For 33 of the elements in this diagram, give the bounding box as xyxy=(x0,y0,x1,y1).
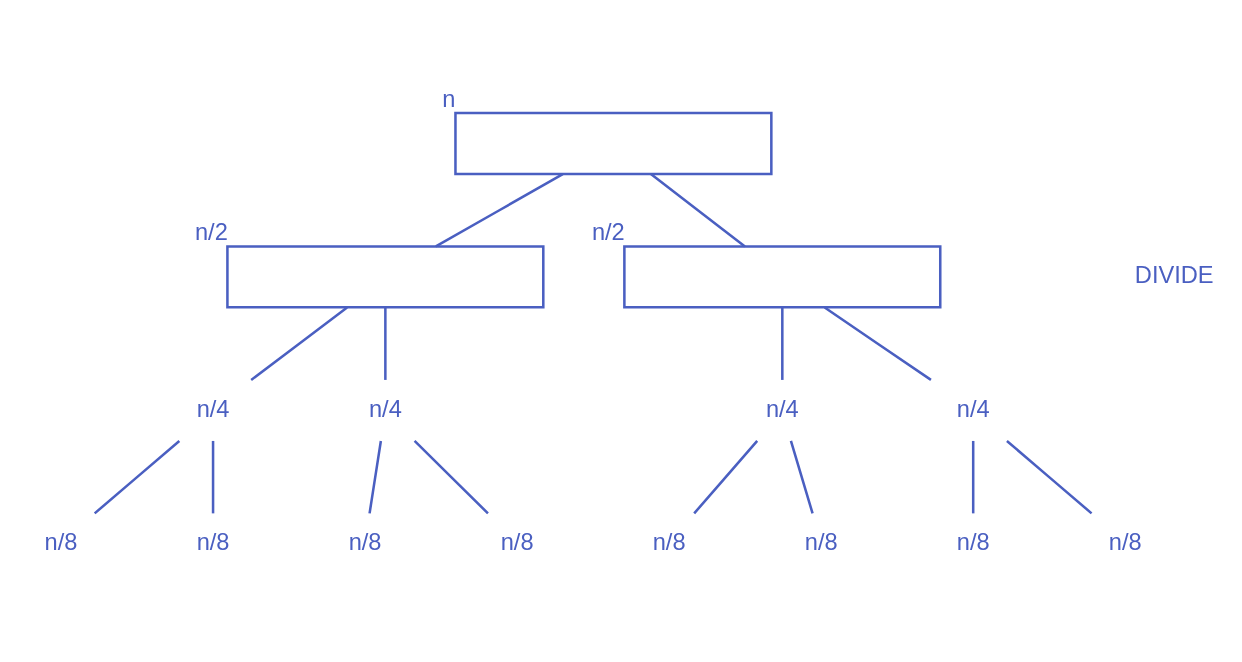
node-text: n/8 xyxy=(196,529,230,556)
node-text: n/8 xyxy=(44,529,78,556)
node-text: n/4 xyxy=(765,395,799,422)
node-box xyxy=(226,245,545,309)
connector xyxy=(650,173,746,248)
connector xyxy=(93,440,181,515)
node-text: n/4 xyxy=(956,395,990,422)
connector xyxy=(781,307,784,380)
connector xyxy=(789,440,814,514)
node-box xyxy=(623,245,942,309)
node-text: n/8 xyxy=(804,529,838,556)
node-text: n/8 xyxy=(500,529,534,556)
node-text: n/8 xyxy=(956,529,990,556)
node-text: n/8 xyxy=(1108,529,1142,556)
node-box xyxy=(454,111,773,176)
node-text: n/8 xyxy=(348,529,382,556)
connector xyxy=(250,306,348,381)
connector xyxy=(368,440,383,514)
connector xyxy=(384,307,387,380)
node-label: n/2 xyxy=(194,219,228,246)
node-label: n/2 xyxy=(591,219,625,246)
connector xyxy=(435,172,564,248)
connector xyxy=(1006,440,1093,515)
node-text: n/4 xyxy=(368,395,402,422)
node-label: n xyxy=(442,85,456,112)
connector xyxy=(211,440,215,514)
connector xyxy=(413,440,489,515)
label: DIVIDE xyxy=(1134,262,1214,289)
connector xyxy=(693,440,759,515)
connector xyxy=(971,440,975,514)
connector xyxy=(823,306,932,381)
node-text: n/4 xyxy=(196,395,230,422)
node-text: n/8 xyxy=(652,529,686,556)
